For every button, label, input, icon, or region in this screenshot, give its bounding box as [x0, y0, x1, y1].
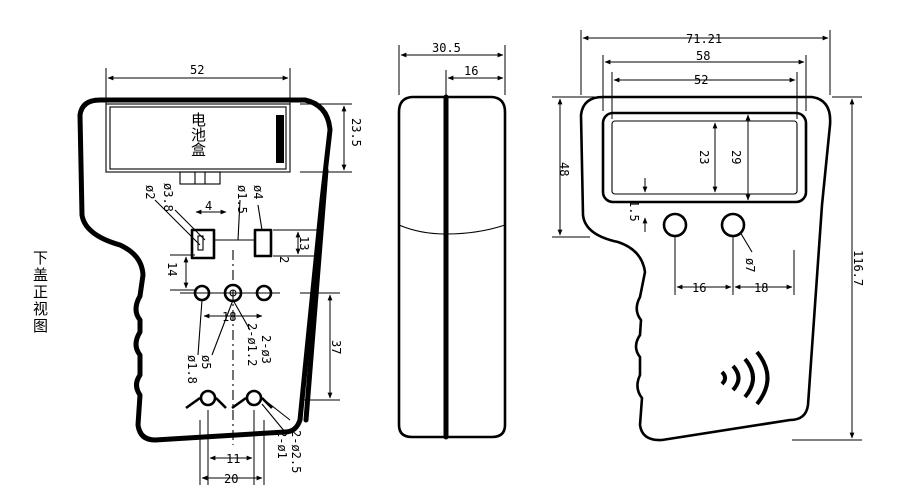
dim-back-29: 29: [729, 150, 743, 164]
back-view: 71.21 58 52 48 23 29 1.5 ø7 16: [552, 30, 865, 442]
dim-back-71-21: 71.21: [686, 32, 722, 46]
dim-back-d7: ø7: [743, 258, 757, 272]
switch-block-right: [253, 228, 273, 258]
front-view: 下盖正视图 电池盒 52 23.5 ø3.8 ø2 ø1.5 ø4: [31, 63, 363, 486]
front-view-title: 下盖正视图: [31, 250, 49, 335]
screw-boss-right: [245, 389, 263, 407]
battery-box-label: 电池盒: [189, 112, 207, 157]
front-housing-outline: [77, 97, 333, 443]
dim-front-d1-8: ø1.8: [185, 355, 199, 384]
dim-front-2-d3: 2-ø3: [259, 335, 273, 364]
dim-back-18: 18: [754, 281, 768, 295]
nfc-wave-icon: [720, 350, 770, 406]
dim-front-d2: ø2: [143, 185, 157, 199]
dim-side-16: 16: [464, 64, 478, 78]
dim-back-16: 16: [692, 281, 706, 295]
dim-front-37: 37: [329, 340, 343, 354]
dim-front-2-d1: 2-ø1: [275, 430, 289, 459]
dim-front-23-5: 23.5: [349, 118, 363, 147]
battery-connector: [179, 171, 221, 185]
dim-back-48: 48: [557, 162, 571, 176]
dim-back-58: 58: [696, 49, 710, 63]
display-frame: [601, 111, 808, 204]
switch-block: [190, 228, 216, 260]
dim-front-4: 4: [205, 199, 212, 213]
dim-front-14: 14: [165, 262, 179, 276]
dim-front-2: 2: [277, 256, 291, 263]
dim-front-2-d1-2: 2-ø1.2: [245, 323, 259, 366]
dim-front-13: 13: [297, 236, 311, 250]
screw-boss-left: [199, 389, 217, 407]
side-body-outline: [397, 95, 507, 439]
display-window: [611, 120, 798, 195]
hole-left: [662, 212, 688, 238]
dim-back-52: 52: [694, 73, 708, 87]
dim-front-11: 11: [226, 452, 240, 466]
dim-back-23: 23: [697, 150, 711, 164]
battery-box-inner: [109, 106, 287, 170]
dim-front-d3-8: ø3.8: [161, 183, 175, 212]
dim-front-d5: ø5: [199, 355, 213, 369]
dim-front-52: 52: [190, 63, 204, 77]
front-side-rail: [303, 167, 329, 423]
side-view: 30.5 16: [397, 41, 507, 440]
back-housing-outline: [579, 95, 832, 442]
dim-back-1-5: 1.5: [627, 200, 641, 222]
dim-back-116-7: 116.7: [851, 250, 865, 286]
battery-clip: [276, 115, 284, 163]
dim-front-20: 20: [224, 472, 238, 486]
dim-front-d4: ø4: [251, 185, 265, 199]
dim-side-30-5: 30.5: [432, 41, 461, 55]
dim-front-d1-5: ø1.5: [235, 185, 249, 214]
dim-front-2-d2-5: 2-ø2.5: [289, 430, 303, 473]
